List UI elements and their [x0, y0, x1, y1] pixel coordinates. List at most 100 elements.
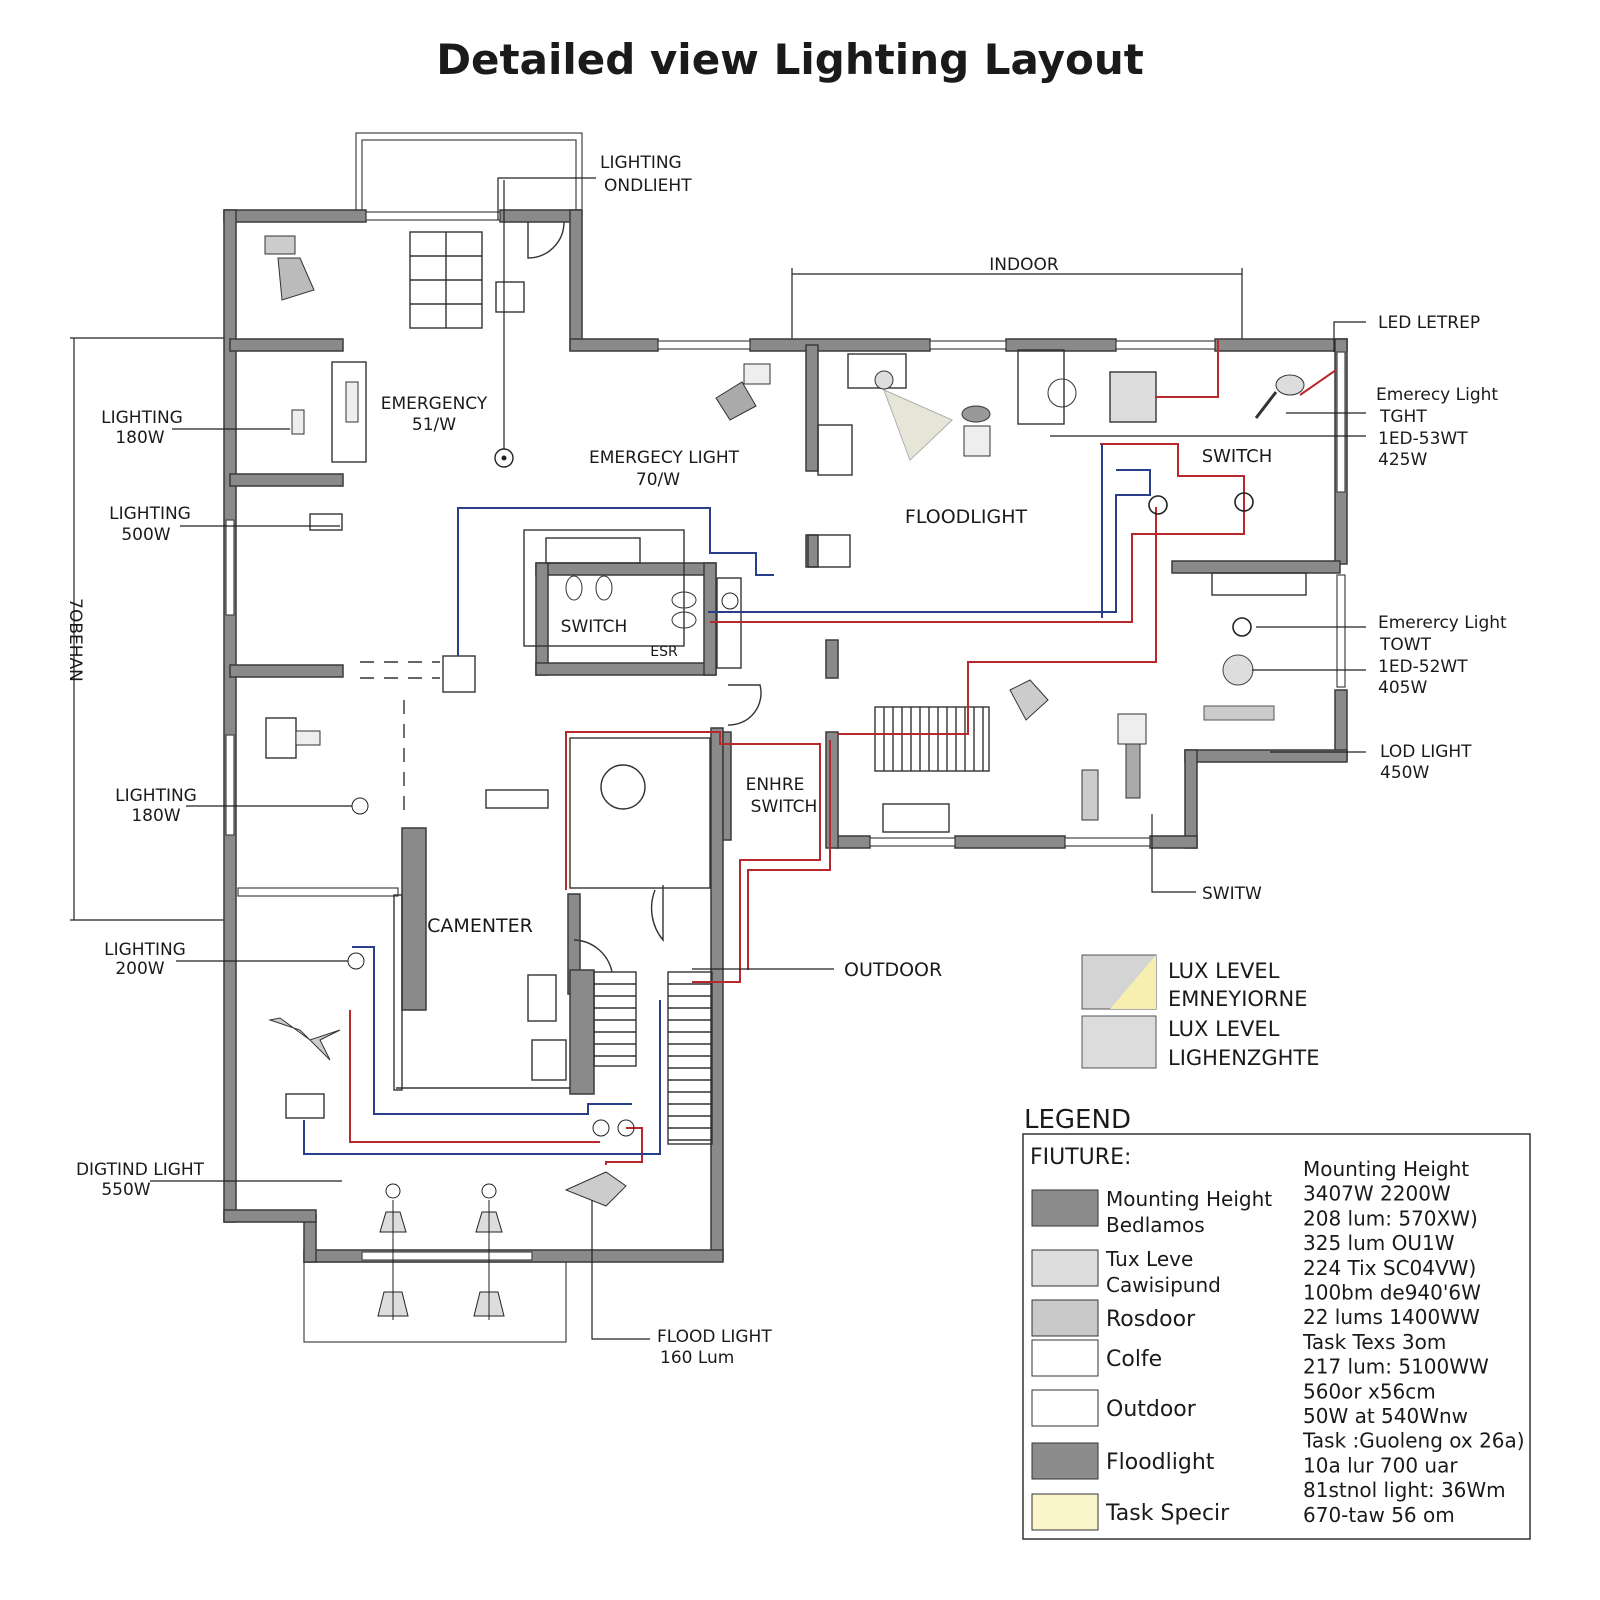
legend-heading: LEGEND [1024, 1105, 1131, 1135]
stairs [593, 706, 990, 1145]
svg-text:LIGHTING: LIGHTING [115, 786, 197, 806]
legend-fixture-label: FIUTURE: [1030, 1145, 1131, 1170]
svg-text:Emerecy Light: Emerecy Light [1376, 385, 1498, 405]
callout-emergency-light-1: Emerecy Light TGHT 1ED-53WT 425W [1376, 385, 1498, 470]
leader-lines [150, 177, 1366, 1340]
callout-lighting-ondlight: LIGHTING ONDLIEHT [600, 153, 692, 196]
fixtures [264, 180, 1305, 1320]
legend: LEGEND FIUTURE: Mounting HeightBedlamosT… [1022, 1105, 1531, 1540]
floodlight-beam-icon [874, 370, 953, 461]
svg-text:405W: 405W [1378, 678, 1427, 698]
windows [225, 211, 1346, 1261]
legend-swatch [1031, 1339, 1099, 1377]
legend-swatch [1031, 1442, 1099, 1480]
room-label-emergency: EMERGENCY 51/W [381, 394, 488, 435]
dimension-vertical: 7OBEHAN [65, 337, 232, 921]
callout-lighting-180w-lower: LIGHTING 180W [115, 786, 197, 826]
svg-text:LUX LEVEL: LUX LEVEL [1168, 959, 1280, 983]
legend-swatch [1031, 1189, 1099, 1227]
callout-led-letrep: LED LETREP [1378, 313, 1480, 333]
legend-spec-line: 670-taw 56 om [1303, 1503, 1455, 1527]
svg-text:160 Lum: 160 Lum [660, 1348, 734, 1368]
room-label-switch-right: SWITCH [1202, 446, 1273, 467]
page-title: Detailed view Lighting Layout [436, 35, 1144, 84]
legend-swatch [1031, 1493, 1099, 1531]
lux-level-2: LUX LEVEL LIGHENZGHTE [1081, 1015, 1319, 1070]
walls [223, 209, 1348, 1263]
legend-spec-line: Task Texs 3om [1302, 1330, 1446, 1354]
svg-text:1ED-52WT: 1ED-52WT [1378, 657, 1468, 677]
legend-item-label: Mounting Height [1106, 1187, 1272, 1211]
room-label-emergency-light: EMERGECY LIGHT 70/W [589, 448, 740, 490]
legend-swatch [1031, 1249, 1099, 1287]
legend-item: Floodlight [1031, 1442, 1215, 1480]
legend-item-label: Task Specir [1105, 1501, 1230, 1526]
legend-item-label: Colfe [1106, 1347, 1162, 1372]
legend-spec-line: 325 lum OU1W [1303, 1231, 1455, 1255]
pendant-light-icon [473, 1183, 505, 1320]
legend-spec-line: 3407W 2200W [1303, 1182, 1451, 1206]
lux-level-1: LUX LEVEL EMNEYIORNE [1081, 954, 1307, 1011]
svg-text:EMERGENCY: EMERGENCY [381, 394, 488, 414]
callout-digtind-light: DIGTIND LIGHT 550W [76, 1160, 205, 1200]
pendant-light-icon [377, 1183, 409, 1320]
callout-flood-light: FLOOD LIGHT 160 Lum [657, 1327, 772, 1368]
legend-spec-line: 100bm de940'6W [1303, 1281, 1481, 1305]
svg-text:DIGTIND LIGHT: DIGTIND LIGHT [76, 1160, 205, 1180]
svg-text:ONDLIEHT: ONDLIEHT [604, 176, 692, 196]
furniture [265, 221, 1307, 1119]
svg-text:LOD LIGHT: LOD LIGHT [1380, 742, 1472, 762]
legend-item-label: Tux Leve [1105, 1247, 1193, 1271]
svg-text:EMNEYIORNE: EMNEYIORNE [1168, 987, 1307, 1011]
svg-text:450W: 450W [1380, 763, 1429, 783]
legend-spec-line: Task :Guoleng ox 26a) [1302, 1429, 1525, 1453]
svg-text:LUX LEVEL: LUX LEVEL [1168, 1017, 1280, 1041]
legend-item-label: Outdoor [1106, 1397, 1197, 1422]
wiring-switch [303, 444, 1151, 1155]
callout-lighting-500w: LIGHTING 500W [109, 504, 191, 545]
svg-text:70/W: 70/W [636, 470, 680, 490]
legend-item-label: Bedlamos [1106, 1213, 1205, 1237]
legend-spec-line: Mounting Height [1303, 1157, 1469, 1181]
room-label-floodlight: FLOODLIGHT [905, 506, 1028, 528]
legend-spec-line: 560or x56cm [1303, 1379, 1436, 1403]
svg-text:LIGHTING: LIGHTING [104, 940, 186, 960]
legend-item: Task Specir [1031, 1493, 1230, 1531]
legend-item: Outdoor [1031, 1389, 1197, 1427]
room-label-camenter: CAMENTER [427, 915, 533, 937]
callout-lighting-180w-upper: LIGHTING 180W [101, 408, 183, 448]
legend-swatch [1031, 1299, 1099, 1337]
svg-text:200W: 200W [115, 959, 164, 979]
callout-lighting-200w: LIGHTING 200W [104, 940, 186, 979]
dimension-label-vertical: 7OBEHAN [65, 598, 85, 682]
legend-spec-line: 10a lur 700 uar [1303, 1453, 1458, 1477]
callout-lod-light: LOD LIGHT 450W [1380, 742, 1472, 783]
room-label-enhre-switch: ENHRE SWITCH [746, 775, 818, 817]
dimension-label-indoor: INDOOR [989, 255, 1059, 275]
svg-text:EMERGECY LIGHT: EMERGECY LIGHT [589, 448, 740, 468]
svg-text:LIGHTING: LIGHTING [109, 504, 191, 524]
legend-item-label: Floodlight [1106, 1450, 1215, 1475]
svg-text:550W: 550W [101, 1180, 150, 1200]
legend-spec-line: 81stnol light: 36Wm [1303, 1478, 1506, 1502]
room-label-esr: ESR [650, 644, 678, 660]
svg-text:LIGHTING: LIGHTING [101, 408, 183, 428]
svg-text:LIGHENZGHTE: LIGHENZGHTE [1168, 1046, 1319, 1070]
spotlight-icon [1254, 374, 1305, 419]
svg-text:FLOOD LIGHT: FLOOD LIGHT [657, 1327, 772, 1347]
legend-spec-line: 50W at 540Wnw [1303, 1404, 1468, 1428]
callout-emergency-light-2: Emerercy Light TOWT 1ED-52WT 405W [1378, 613, 1507, 698]
legend-item: Rosdoor [1031, 1299, 1196, 1337]
svg-text:51/W: 51/W [412, 415, 456, 435]
svg-text:500W: 500W [121, 525, 170, 545]
legend-spec-line: 224 Tix SC04VW) [1303, 1256, 1476, 1280]
legend-item-label: Cawisipund [1106, 1273, 1221, 1297]
legend-item: Colfe [1031, 1339, 1162, 1377]
svg-text:1ED-53WT: 1ED-53WT [1378, 429, 1468, 449]
legend-spec-line: 208 lum: 570XW) [1303, 1206, 1478, 1230]
spotlight-icon [715, 363, 771, 421]
svg-text:Emerercy Light: Emerercy Light [1378, 613, 1507, 633]
